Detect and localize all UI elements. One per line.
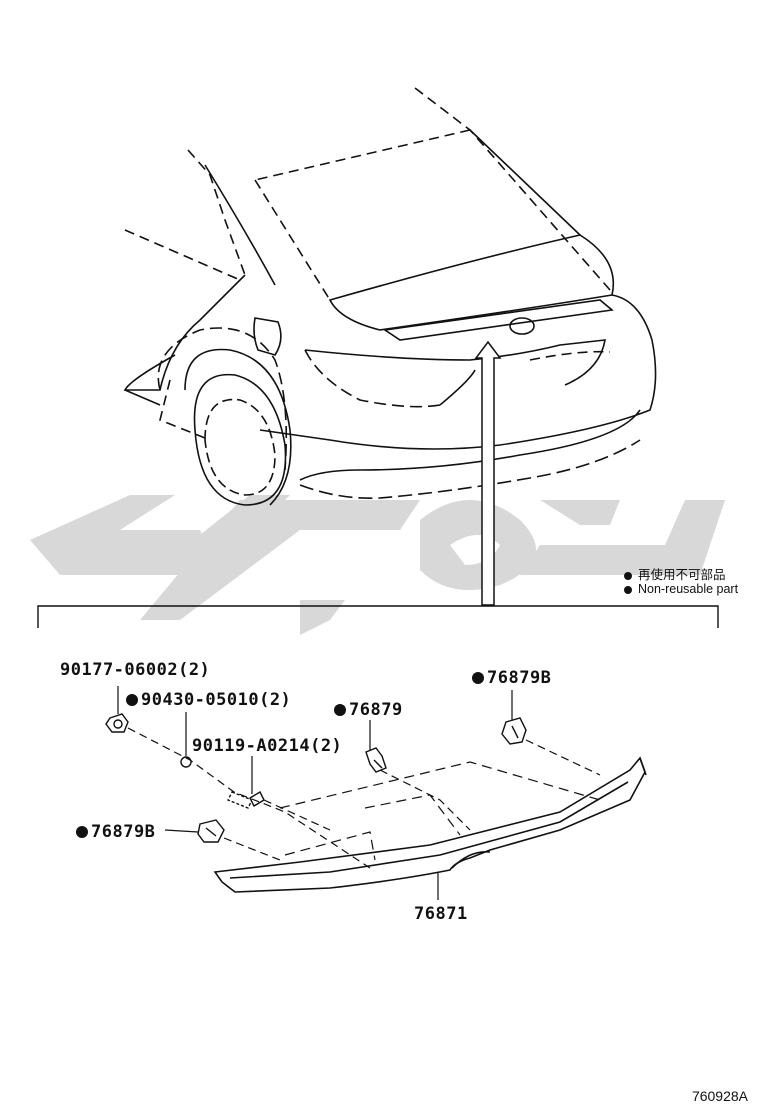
bullet-icon [624,585,632,594]
part-label-76879: 76879 [334,700,403,720]
clip-76879 [365,747,387,773]
non-reusable-bullet-icon [472,672,484,684]
non-reusable-bullet-icon [126,694,138,706]
part-label-76879b-top: 76879B [472,668,551,688]
detail-frame [37,605,719,628]
indicator-arrow [474,340,502,606]
clip-76879b-left [197,819,225,843]
figure-code: 760928A [691,1088,748,1104]
leader-lines [117,686,601,900]
spoiler-part [213,756,647,893]
bolt-90119 [227,791,265,809]
watermark-logo [30,495,725,635]
part-label-90177: 90177-06002(2) [60,660,211,680]
non-reusable-bullet-icon [334,704,346,716]
nut-90177 [105,713,129,733]
clip-76879b-top [501,717,527,745]
bullet-icon [624,571,632,580]
part-label-76879b-left: 76879B [76,822,155,842]
legend-english: Non-reusable part [624,582,738,596]
part-label-90119: 90119-A0214(2) [192,736,343,756]
non-reusable-bullet-icon [76,826,88,838]
part-label-76871: 76871 [414,904,468,924]
legend-japanese: 再使用不可部品 [624,564,726,583]
clip-parts [105,713,527,843]
vehicle-outline [123,87,657,506]
part-label-90430: 90430-05010(2) [126,690,291,710]
